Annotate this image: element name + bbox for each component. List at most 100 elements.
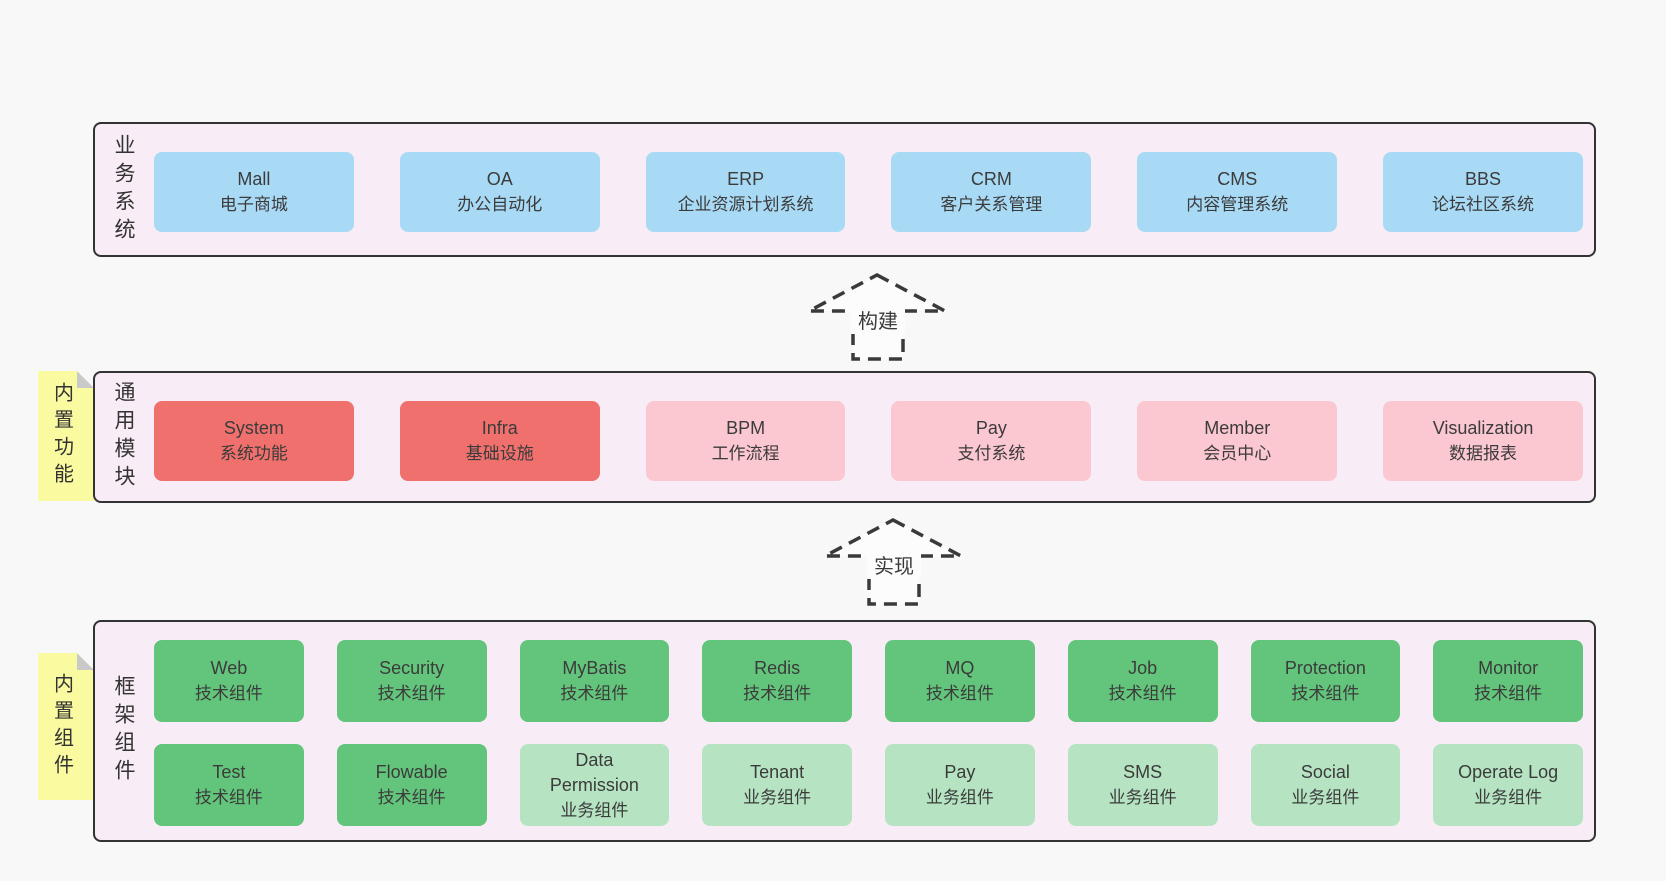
box-desc: 技术组件 bbox=[1291, 684, 1360, 703]
build-arrow-icon: 构建 bbox=[808, 273, 946, 361]
box-web: Web 技术组件 bbox=[154, 640, 304, 722]
box-desc: 内容管理系统 bbox=[1186, 195, 1289, 214]
implement-arrow-label: 实现 bbox=[874, 555, 914, 578]
box-mall: Mall 电子商城 bbox=[154, 152, 354, 232]
box-name: Data Permission bbox=[549, 749, 639, 795]
box-desc: 技术组件 bbox=[925, 684, 994, 703]
box-tenant: Tenant 业务组件 bbox=[702, 744, 852, 826]
box-desc: 企业资源计划系统 bbox=[677, 195, 814, 214]
box-desc: 论坛社区系统 bbox=[1432, 195, 1535, 214]
box-desc: 系统功能 bbox=[219, 444, 288, 463]
box-mq: MQ 技术组件 bbox=[885, 640, 1035, 722]
box-name: Tenant bbox=[750, 762, 805, 782]
box-name: Mall bbox=[237, 169, 271, 189]
box-desc: 业务组件 bbox=[560, 800, 629, 820]
box-desc: 技术组件 bbox=[1474, 684, 1543, 703]
box-desc: 工作流程 bbox=[711, 444, 780, 463]
box-infra: Infra 基础设施 bbox=[399, 401, 600, 481]
box-desc: 技术组件 bbox=[194, 684, 263, 703]
box-crm: CRM 客户关系管理 bbox=[891, 152, 1092, 232]
box-name: BBS bbox=[1465, 169, 1502, 189]
box-member: Member 会员中心 bbox=[1137, 401, 1338, 481]
box-desc: 数据报表 bbox=[1449, 444, 1518, 463]
box-name: Operate Log bbox=[1458, 762, 1559, 782]
box-redis: Redis 技术组件 bbox=[702, 640, 852, 722]
box-name: BPM bbox=[726, 418, 766, 438]
box-flowable: Flowable 技术组件 bbox=[336, 744, 487, 826]
box-desc: 业务组件 bbox=[925, 788, 994, 807]
box-name: ERP bbox=[727, 169, 765, 189]
box-desc: 技术组件 bbox=[377, 788, 446, 807]
box-name: OA bbox=[486, 169, 513, 189]
box-name: MQ bbox=[945, 658, 975, 678]
box-name: Visualization bbox=[1432, 418, 1534, 438]
box-pay-component: Pay 业务组件 bbox=[885, 744, 1035, 826]
box-name: Member bbox=[1204, 418, 1271, 438]
box-pay-module: Pay 支付系统 bbox=[891, 401, 1092, 481]
common-modules-row: System 系统功能 Infra 基础设施 BPM 工作流程 Pay 支付系统… bbox=[95, 373, 1594, 481]
box-visualization: Visualization 数据报表 bbox=[1383, 401, 1583, 481]
box-desc: 支付系统 bbox=[957, 444, 1026, 463]
box-name: Social bbox=[1300, 762, 1350, 782]
box-sms: SMS 业务组件 bbox=[1067, 744, 1218, 826]
common-modules-panel: 通用模块 System 系统功能 Infra 基础设施 BPM 工作流程 Pay… bbox=[93, 371, 1596, 503]
box-desc: 会员中心 bbox=[1203, 444, 1272, 463]
builtin-features-sticky-label: 内置功能 bbox=[50, 382, 73, 490]
box-protection: Protection 技术组件 bbox=[1250, 640, 1401, 722]
box-bbs: BBS 论坛社区系统 bbox=[1383, 152, 1583, 232]
box-name: SMS bbox=[1123, 762, 1163, 782]
builtin-components-sticky-label: 内置组件 bbox=[50, 672, 73, 781]
box-name: System bbox=[223, 418, 284, 438]
box-monitor: Monitor 技术组件 bbox=[1433, 640, 1583, 722]
box-name: Test bbox=[212, 762, 246, 782]
box-security: Security 技术组件 bbox=[336, 640, 487, 722]
business-systems-row: Mall 电子商城 OA 办公自动化 ERP 企业资源计划系统 CRM 客户关系… bbox=[95, 124, 1594, 232]
box-data-permission: Data Permission 业务组件 bbox=[519, 744, 670, 826]
box-desc: 业务组件 bbox=[1108, 788, 1177, 807]
business-systems-label: 业务系统 bbox=[112, 133, 135, 246]
box-desc: 办公自动化 bbox=[457, 195, 543, 214]
box-name: Security bbox=[379, 658, 445, 678]
implement-arrow-icon: 实现 bbox=[824, 518, 962, 606]
box-job: Job 技术组件 bbox=[1067, 640, 1218, 722]
box-operate-log: Operate Log 业务组件 bbox=[1433, 744, 1583, 826]
box-desc: 客户关系管理 bbox=[940, 195, 1043, 214]
box-desc: 业务组件 bbox=[743, 788, 812, 807]
box-desc: 技术组件 bbox=[743, 684, 812, 703]
builtin-features-sticky-note: 内置功能 bbox=[38, 371, 94, 501]
box-desc: 技术组件 bbox=[1108, 684, 1177, 703]
box-desc: 技术组件 bbox=[377, 684, 446, 703]
box-system: System 系统功能 bbox=[154, 401, 354, 481]
builtin-components-sticky-note: 内置组件 bbox=[38, 653, 94, 800]
box-name: Infra bbox=[481, 418, 518, 438]
box-desc: 基础设施 bbox=[465, 444, 534, 463]
box-name: CRM bbox=[970, 169, 1012, 189]
box-mybatis: MyBatis 技术组件 bbox=[519, 640, 670, 722]
box-name: CMS bbox=[1217, 169, 1258, 189]
box-name: Web bbox=[210, 658, 248, 678]
box-name: Flowable bbox=[375, 762, 448, 782]
framework-components-grid: Web 技术组件 Security 技术组件 MyBatis 技术组件 Redi… bbox=[95, 622, 1594, 826]
box-oa: OA 办公自动化 bbox=[399, 152, 600, 232]
box-name: Monitor bbox=[1478, 658, 1539, 678]
box-name: Pay bbox=[975, 418, 1007, 438]
box-name: Redis bbox=[754, 658, 801, 678]
build-arrow-label: 构建 bbox=[858, 310, 898, 333]
framework-components-panel: 框架组件 Web 技术组件 Security 技术组件 MyBatis 技术组件… bbox=[93, 620, 1596, 842]
common-modules-label: 通用模块 bbox=[112, 381, 135, 493]
framework-components-label: 框架组件 bbox=[112, 675, 135, 787]
box-social: Social 业务组件 bbox=[1250, 744, 1401, 826]
box-name: Job bbox=[1128, 658, 1158, 678]
box-desc: 电子商城 bbox=[219, 195, 288, 214]
box-name: Protection bbox=[1284, 658, 1366, 678]
box-desc: 业务组件 bbox=[1291, 788, 1360, 807]
box-desc: 技术组件 bbox=[194, 788, 263, 807]
box-erp: ERP 企业资源计划系统 bbox=[645, 152, 846, 232]
box-desc: 技术组件 bbox=[560, 684, 629, 703]
business-systems-panel: 业务系统 Mall 电子商城 OA 办公自动化 ERP 企业资源计划系统 CRM… bbox=[93, 122, 1596, 257]
box-name: Pay bbox=[944, 762, 976, 782]
box-name: MyBatis bbox=[562, 658, 627, 678]
box-desc: 业务组件 bbox=[1474, 788, 1543, 807]
box-test: Test 技术组件 bbox=[154, 744, 304, 826]
box-cms: CMS 内容管理系统 bbox=[1137, 152, 1338, 232]
